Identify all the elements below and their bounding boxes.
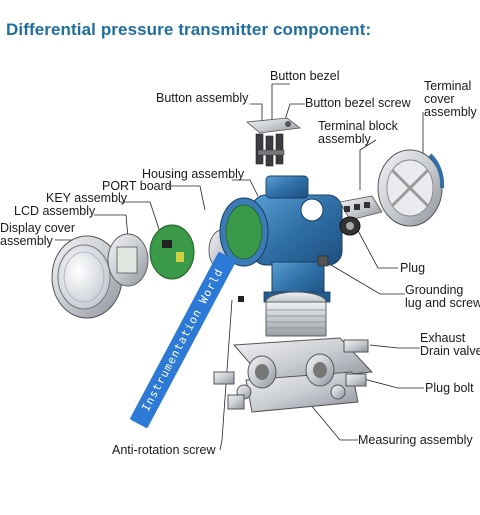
label-terminal-block-line-2: assembly [318, 132, 371, 146]
label-lcd-assembly: LCD assembly [14, 204, 96, 218]
display-cover-part [51, 235, 123, 319]
label-grounding-line-1: Grounding [405, 283, 464, 297]
label-exhaust-drain-valve: Exhaust Drain valve [420, 332, 480, 358]
label-plug-bolt: Plug bolt [425, 381, 474, 395]
button-bezel-part [246, 117, 302, 167]
label-button-bezel-screw: Button bezel screw [305, 96, 411, 110]
terminal-cover-part [377, 149, 445, 227]
label-terminal-cover-assembly: Terminal cover assembly [424, 80, 477, 119]
label-port-board: PORT board [102, 179, 172, 193]
label-exhaust-line-2: Drain valve [420, 344, 480, 358]
terminal-block-part [317, 195, 383, 267]
label-housing-assembly: Housing assembly [142, 167, 245, 181]
lcd-part [107, 233, 149, 287]
label-terminal-block-assembly: Terminal block assembly [318, 120, 398, 146]
label-measuring-assembly: Measuring assembly [358, 433, 473, 447]
label-terminal-block-line-1: Terminal block [318, 119, 398, 133]
label-plug: Plug [400, 261, 426, 275]
label-display-cover-line-1: Display cover [0, 221, 76, 235]
housing-part [219, 175, 343, 303]
label-grounding-line-2: lug and screw [405, 296, 480, 310]
label-button-bezel: Button bezel [270, 69, 340, 83]
page-title: Differential pressure transmitter compon… [6, 20, 372, 39]
label-exhaust-line-1: Exhaust [420, 331, 466, 345]
label-anti-rotation-screw: Anti-rotation screw [112, 443, 216, 457]
label-display-cover-line-2: assembly [0, 234, 53, 248]
label-terminal-cover-line-2: cover [424, 92, 455, 106]
label-terminal-cover-line-3: assembly [424, 105, 477, 119]
measuring-assembly-part [213, 291, 374, 413]
label-display-cover-assembly: Display cover assembly [0, 222, 75, 248]
leader-lines [55, 83, 424, 451]
label-key-assembly: KEY assembly [46, 191, 128, 205]
label-button-assembly: Button assembly [156, 91, 249, 105]
label-terminal-cover-line-1: Terminal [424, 79, 472, 93]
label-grounding-lug: Grounding lug and screw [405, 284, 480, 310]
